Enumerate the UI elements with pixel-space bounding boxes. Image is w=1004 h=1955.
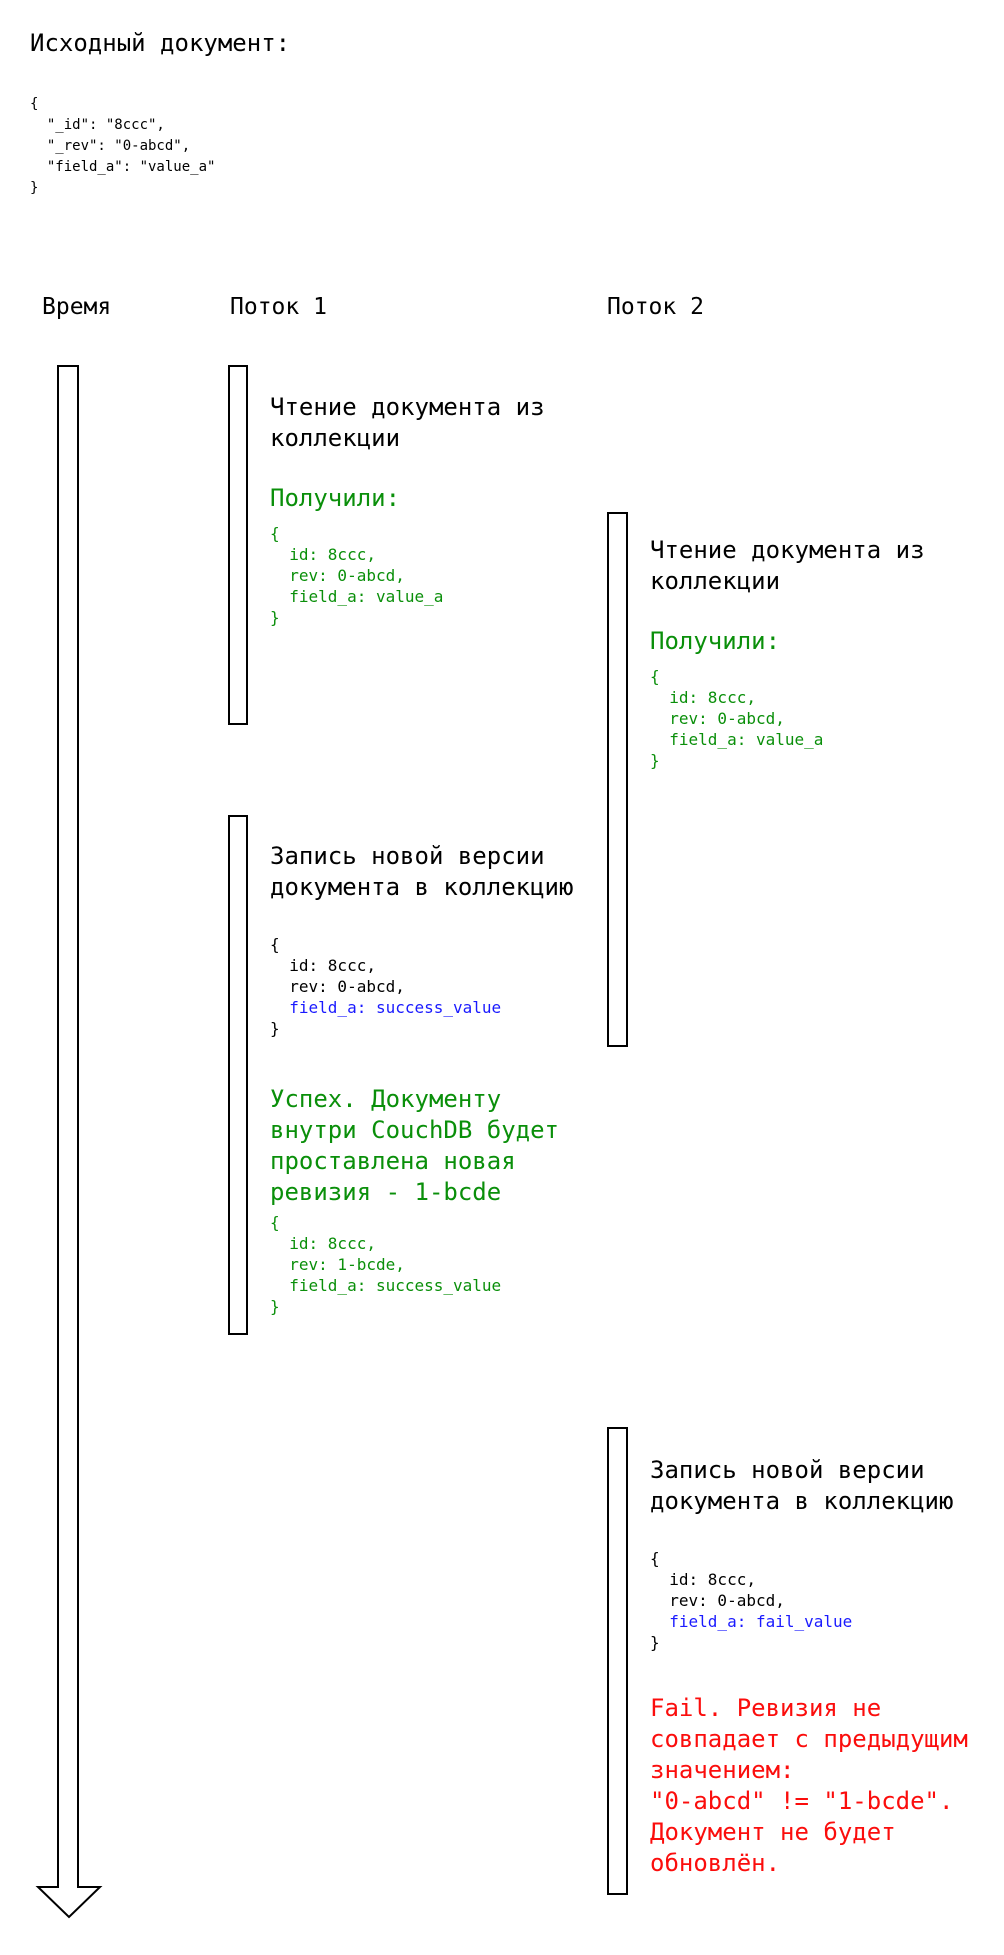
thread1-write-json: { id: 8ccc, rev: 0-abcd, field_a: succes… [270,934,501,1039]
thread1-write-json-tail: } [270,1019,280,1038]
thread1-write-json-head: { id: 8ccc, rev: 0-abcd, [270,935,405,996]
thread1-write-action-text: Запись новой версии документа в коллекци… [270,842,574,901]
thread2-activation-bar-write [607,1427,628,1895]
thread1-success-text: Успех. Документу внутри CouchDB будет пр… [270,1085,559,1206]
thread2-write-action-text: Запись новой версии документа в коллекци… [650,1456,954,1515]
column-header-thread2: Поток 2 [607,294,704,320]
column-header-thread1: Поток 1 [230,294,327,320]
thread1-write-json-changed-field: field_a: success_value [270,998,502,1017]
thread1-read-action-text: Чтение документа из коллекции [270,393,545,452]
thread2-read-result-json: { id: 8ccc, rev: 0-abcd, field_a: value_… [650,667,824,770]
column-header-time: Время [42,294,112,320]
page-title: Исходный документ: [30,29,291,57]
thread2-write-json-head: { id: 8ccc, rev: 0-abcd, [650,1549,785,1610]
thread2-read-action-text: Чтение документа из коллекции [650,536,925,595]
thread1-success-json: { id: 8ccc, rev: 1-bcde, field_a: succes… [270,1213,502,1316]
thread2-fail-text: Fail. Ревизия не совпадает с предыдущим … [650,1694,968,1877]
thread2-write-json-tail: } [650,1633,660,1652]
thread2-activation-bar-read [607,512,628,1047]
thread2-write-json-changed-field: field_a: fail_value [650,1612,853,1631]
thread2-write-json: { id: 8ccc, rev: 0-abcd, field_a: fail_v… [650,1548,852,1653]
thread1-read-result-json: { id: 8ccc, rev: 0-abcd, field_a: value_… [270,524,444,627]
thread1-activation-bar-write [228,815,248,1335]
source-document-json: { "_id": "8ccc", "_rev": "0-abcd", "fiel… [30,96,216,196]
thread1-read-result-label: Получили: [270,484,401,512]
thread2-read-result-label: Получили: [650,627,781,655]
thread1-activation-bar-read [228,365,248,725]
